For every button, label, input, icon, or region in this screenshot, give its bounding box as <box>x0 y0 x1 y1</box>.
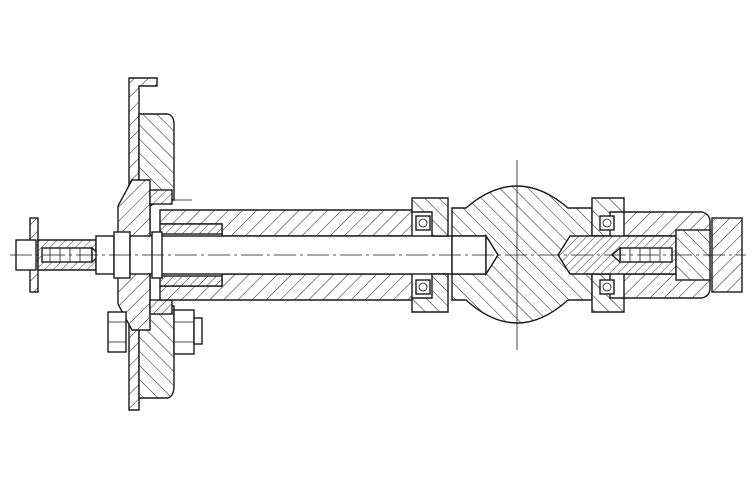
right-bearing-ball-lower <box>599 279 615 295</box>
retaining-screw-upper <box>149 189 173 205</box>
right-bearing-ball-upper <box>599 215 615 231</box>
bearing-ball-lower <box>415 279 431 295</box>
bearing-housing-upper <box>411 197 449 237</box>
bearing-housing-lower <box>411 273 449 313</box>
flange-disc-group <box>117 77 192 411</box>
retaining-screw-lower <box>149 299 173 315</box>
hex-nut-bolt <box>107 309 203 355</box>
bushing-lower <box>159 275 223 287</box>
bearing-ball-upper <box>415 215 431 231</box>
left-bearing-housing <box>411 197 449 313</box>
bushing-upper <box>159 223 223 235</box>
